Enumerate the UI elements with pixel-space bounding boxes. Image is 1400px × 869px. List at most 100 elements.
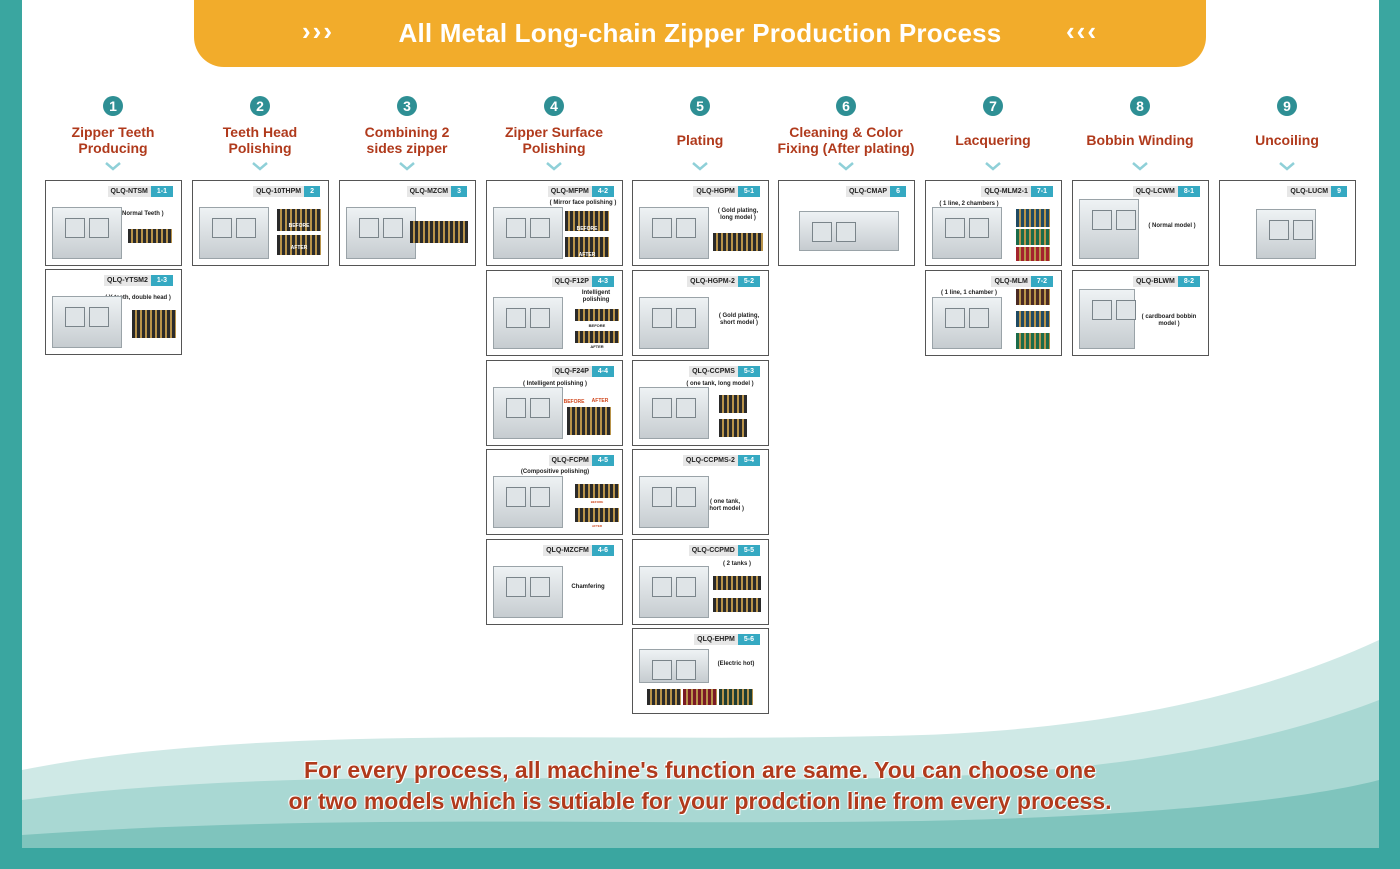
machine-image <box>1079 199 1139 259</box>
title-banner: ››› All Metal Long-chain Zipper Producti… <box>194 0 1206 67</box>
step-number: 6 <box>836 96 856 116</box>
zipper-sample-image <box>719 689 753 705</box>
step-title: Uncoiling <box>1255 132 1319 148</box>
zipper-after-image <box>575 331 619 343</box>
machine-image <box>1079 289 1136 349</box>
chevron-down-icon <box>546 162 562 171</box>
zipper-after-image <box>719 419 747 437</box>
after-label: AFTER <box>592 524 602 528</box>
after-label: AFTER <box>290 245 308 251</box>
zipper-sample-image <box>1016 333 1050 349</box>
step-title: Zipper Teeth Producing <box>71 124 155 156</box>
card-note: ( Normal Teeth ) <box>118 211 164 217</box>
zipper-sample-image <box>410 221 468 243</box>
zipper-sample-image <box>1016 289 1050 305</box>
machine-image <box>493 566 563 618</box>
machine-image <box>932 207 1002 259</box>
chevron-down-icon <box>838 162 854 171</box>
step-header-2: 2 Teeth Head Polishing <box>192 96 328 176</box>
machine-image <box>639 387 709 439</box>
machine-image <box>639 566 709 618</box>
card-note: Chamfering <box>571 584 605 590</box>
chevron-down-icon <box>399 162 415 171</box>
before-label: BEFORE <box>588 323 606 328</box>
after-label: AFTER <box>590 344 604 349</box>
step-title: Zipper Surface Polishing <box>504 124 604 156</box>
card-note: ( Y teeth, double head ) <box>105 295 171 301</box>
step-header-3: 3 Combining 2 sides zipper <box>339 96 475 176</box>
zipper-sample-image <box>132 310 176 338</box>
machine-image <box>639 649 709 683</box>
zipper-sample-image <box>1016 311 1050 327</box>
chevron-down-icon <box>105 162 121 171</box>
zipper-sample-image <box>1016 229 1050 245</box>
step-header-4: 4 Zipper Surface Polishing <box>486 96 622 176</box>
step-number: 9 <box>1277 96 1297 116</box>
zipper-sample-image <box>1016 209 1050 227</box>
card-note: ( Gold plating, short model ) <box>718 313 760 326</box>
step-header-7: 7 Lacquering <box>925 96 1061 176</box>
page-title: All Metal Long-chain Zipper Production P… <box>398 18 1002 48</box>
machine-image <box>1256 209 1316 259</box>
machine-image <box>493 207 563 259</box>
chevron-left-icon: ‹‹‹ <box>1066 16 1098 46</box>
step-header-1: 1 Zipper Teeth Producing <box>45 96 181 176</box>
step-header-8: 8 Bobbin Winding <box>1072 96 1208 176</box>
machine-image <box>493 297 563 349</box>
card-note: Intelligent polishing <box>581 290 611 303</box>
before-label: BEFORE <box>576 226 598 232</box>
step-number: 1 <box>103 96 123 116</box>
card-note: ( cardboard bobbin model ) <box>1141 314 1197 327</box>
before-label: BEFORE <box>288 223 310 229</box>
machine-image <box>493 387 563 439</box>
machine-image <box>52 207 122 259</box>
machine-image <box>493 476 563 528</box>
card-note: ( Mirror face polishing ) <box>549 200 617 206</box>
machine-image <box>346 207 416 259</box>
step-header-9: 9 Uncoiling <box>1219 96 1355 176</box>
step-title: Teeth Head Polishing <box>222 124 298 156</box>
zipper-after-image <box>713 598 761 612</box>
background-wave <box>22 640 1379 848</box>
chevron-down-icon <box>1132 162 1148 171</box>
zipper-sample-image <box>128 229 172 243</box>
step-number: 3 <box>397 96 417 116</box>
card-note: (Compositive polishing) <box>520 469 590 475</box>
